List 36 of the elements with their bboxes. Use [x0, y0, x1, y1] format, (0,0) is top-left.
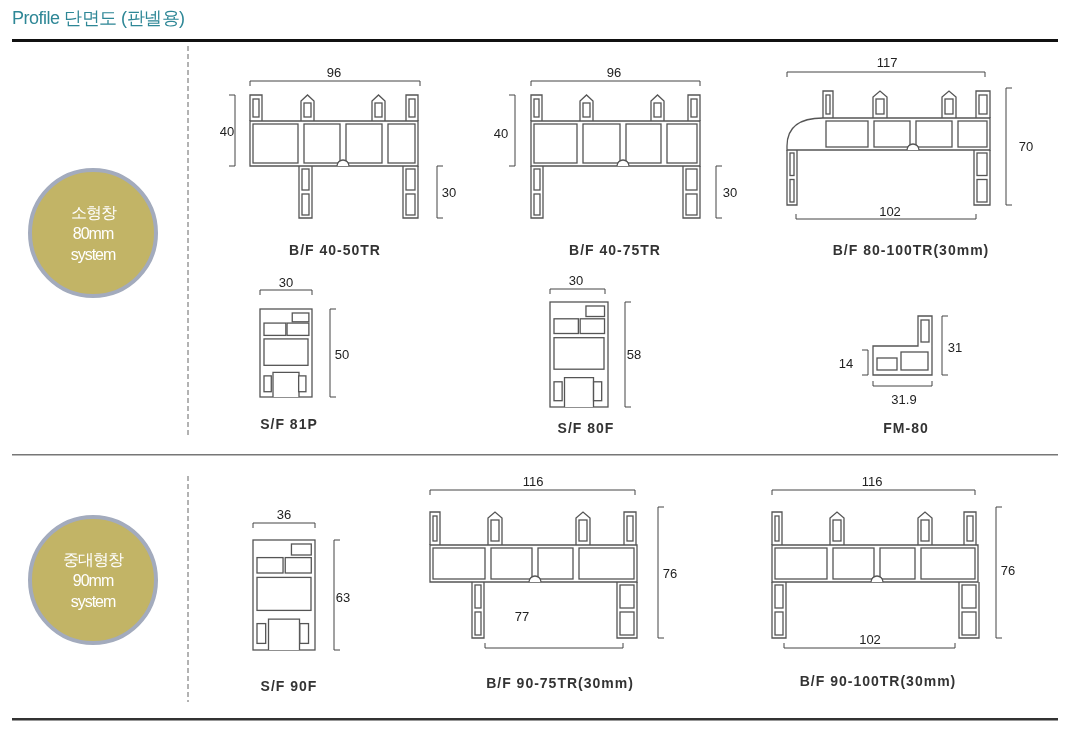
- dimension-value: 102: [859, 631, 881, 647]
- dimension-value: 40: [493, 125, 509, 141]
- profile-name: S/F 81P: [260, 416, 318, 432]
- profile-name: S/F 80F: [557, 420, 615, 436]
- profile-name: B/F 40-50TR: [289, 242, 381, 258]
- profile-name: B/F 80-100TR(30mm): [832, 242, 990, 258]
- profile-name: B/F 90-100TR(30mm): [799, 673, 957, 689]
- profile-name: FM-80: [883, 420, 929, 436]
- dimension-value: 30: [722, 184, 738, 200]
- dimension-value: 31.9: [891, 391, 917, 407]
- dimension-value: 50: [334, 346, 350, 362]
- profile-name: B/F 90-75TR(30mm): [486, 675, 634, 691]
- dimension-value: 116: [522, 473, 544, 489]
- dimension-value: 14: [838, 355, 854, 371]
- dimension-value: 36: [276, 506, 292, 522]
- dimension-value: 30: [568, 272, 584, 288]
- category-label: 중대형창 90mm system: [62, 549, 125, 612]
- dimension-value: 77: [514, 608, 530, 624]
- profile-name: B/F 40-75TR: [569, 242, 661, 258]
- dimension-value: 96: [606, 64, 622, 80]
- dimension-value: 40: [219, 123, 235, 139]
- category-label: 소형창 80mm system: [69, 202, 117, 265]
- dimension-value: 116: [861, 473, 883, 489]
- dimension-value: 31: [947, 339, 963, 355]
- dimension-value: 70: [1018, 138, 1034, 154]
- dimension-value: 30: [441, 184, 457, 200]
- dimension-value: 76: [662, 565, 678, 581]
- dimension-value: 30: [278, 274, 294, 290]
- dimension-value: 96: [326, 64, 342, 80]
- dimension-value: 63: [335, 589, 351, 605]
- dimension-value: 117: [876, 54, 898, 70]
- dimension-value: 102: [879, 203, 901, 219]
- profile-name: S/F 90F: [260, 678, 318, 694]
- page-title: Profile 단면도 (판넬용): [12, 7, 185, 30]
- dimension-value: 58: [626, 346, 642, 362]
- dimension-value: 76: [1000, 562, 1016, 578]
